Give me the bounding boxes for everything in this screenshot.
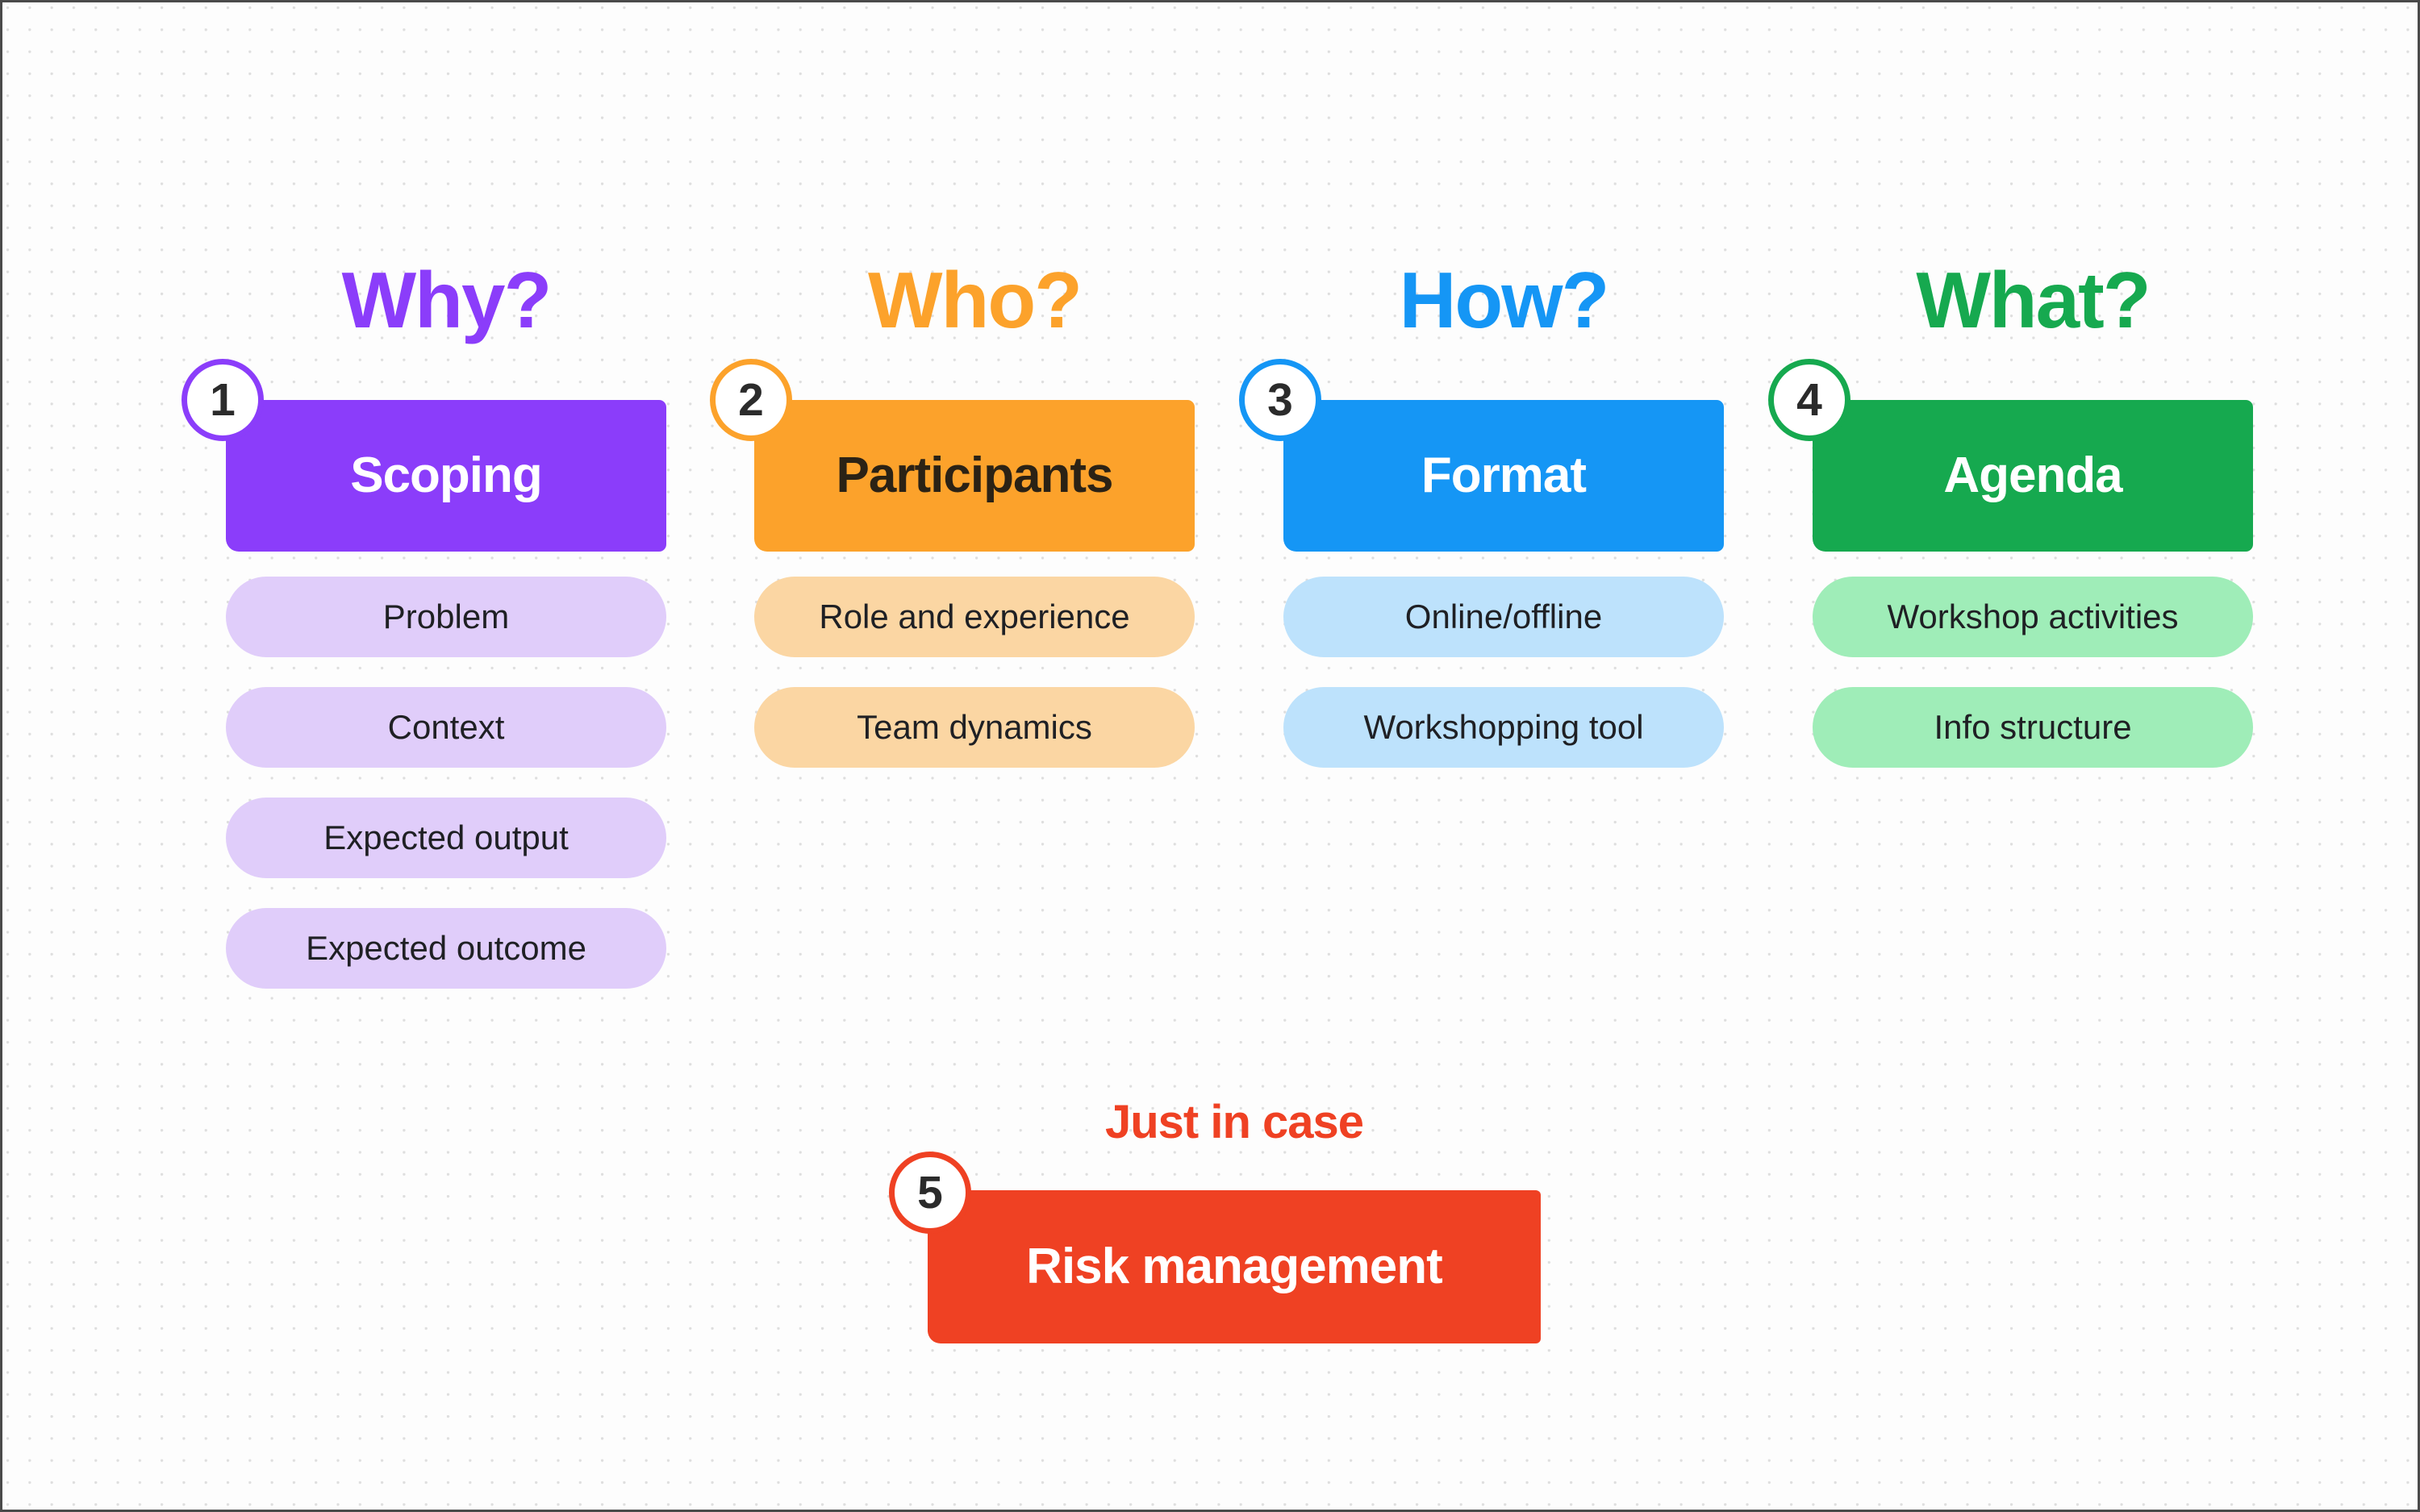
- main-card-scoping[interactable]: Scoping: [226, 400, 666, 552]
- column-title: What?: [1916, 256, 2151, 344]
- sub-item-pill[interactable]: Expected output: [226, 798, 666, 878]
- sub-item-pill[interactable]: Problem: [226, 577, 666, 657]
- step-number-badge: 3: [1239, 359, 1321, 441]
- main-card-label: Scoping: [350, 448, 543, 503]
- main-card-participants[interactable]: Participants: [754, 400, 1195, 552]
- step-number-badge: 4: [1768, 359, 1850, 441]
- main-card-risk-management[interactable]: Risk management: [928, 1190, 1541, 1343]
- main-card-agenda[interactable]: Agenda: [1813, 400, 2253, 552]
- column-title: How?: [1399, 256, 1610, 344]
- step-number-badge: 1: [182, 359, 264, 441]
- sub-item-pill[interactable]: Workshopping tool: [1283, 687, 1724, 768]
- sub-item-pill[interactable]: Info structure: [1813, 687, 2253, 768]
- main-card-label: Format: [1421, 448, 1587, 503]
- sub-item-pill[interactable]: Workshop activities: [1813, 577, 2253, 657]
- sub-item-pill[interactable]: Online/offline: [1283, 577, 1724, 657]
- sub-item-pill[interactable]: Team dynamics: [754, 687, 1195, 768]
- step-number-badge: 2: [710, 359, 792, 441]
- step-number-badge: 5: [889, 1152, 971, 1234]
- sub-item-pill[interactable]: Expected outcome: [226, 908, 666, 989]
- main-card-format[interactable]: Format: [1283, 400, 1724, 552]
- bottom-title: Just in case: [1104, 1096, 1364, 1148]
- column-title: Who?: [867, 256, 1083, 344]
- main-card-label: Risk management: [1026, 1239, 1443, 1294]
- sub-item-pill[interactable]: Role and experience: [754, 577, 1195, 657]
- sub-item-pill[interactable]: Context: [226, 687, 666, 768]
- column-title: Why?: [341, 256, 553, 344]
- main-card-label: Participants: [836, 448, 1114, 503]
- main-card-label: Agenda: [1943, 448, 2122, 503]
